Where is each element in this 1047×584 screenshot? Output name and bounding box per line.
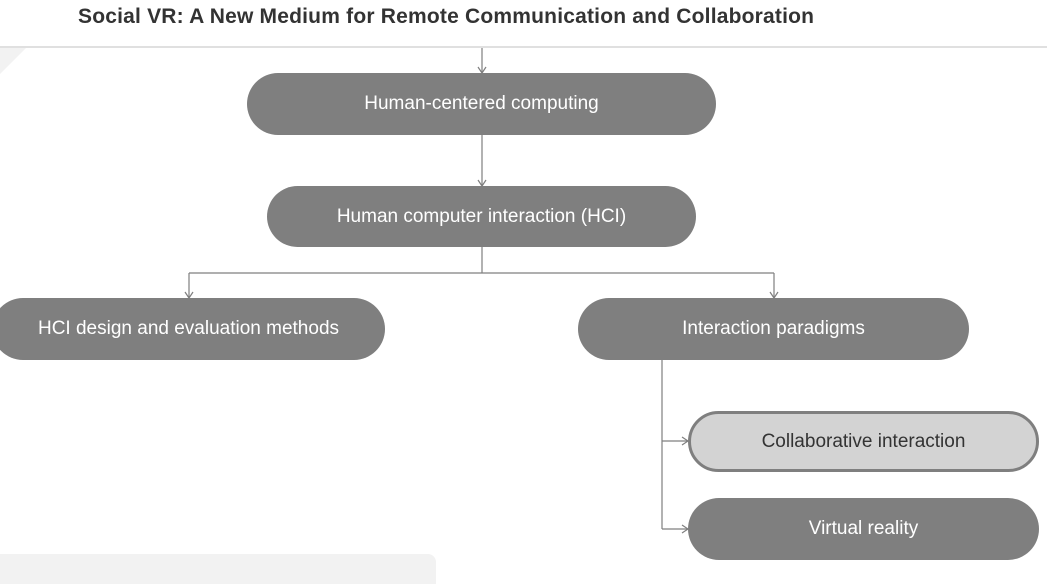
- node-collaborative-interaction[interactable]: Collaborative interaction: [688, 411, 1039, 472]
- bottom-panel: [0, 554, 436, 584]
- node-virtual-reality[interactable]: Virtual reality: [688, 498, 1039, 560]
- node-interaction-paradigms[interactable]: Interaction paradigms: [578, 298, 969, 360]
- corner-decoration: [0, 48, 26, 74]
- node-human-computer-interaction[interactable]: Human computer interaction (HCI): [267, 186, 696, 247]
- page-title: Social VR: A New Medium for Remote Commu…: [78, 5, 815, 28]
- node-human-centered-computing[interactable]: Human-centered computing: [247, 73, 716, 135]
- header-divider: [0, 46, 1047, 48]
- node-hci-design-evaluation-methods[interactable]: HCI design and evaluation methods: [0, 298, 385, 360]
